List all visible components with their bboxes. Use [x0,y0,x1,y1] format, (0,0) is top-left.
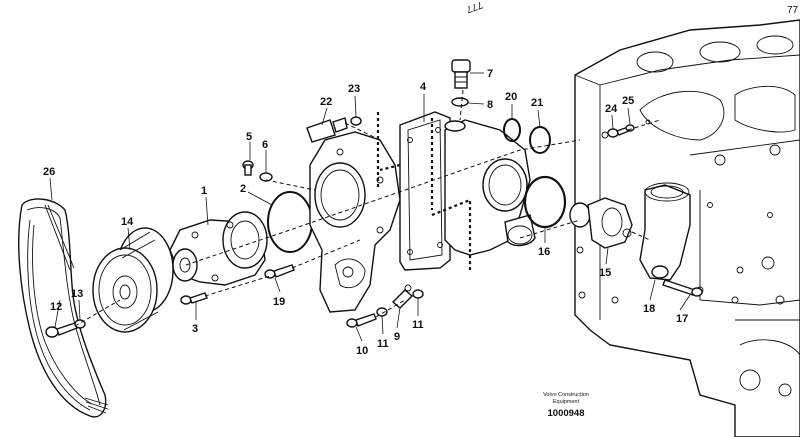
label-13: 13 [71,288,83,300]
caption-subline: Equipment [553,399,580,405]
drive-belt [18,198,109,418]
label-17: 17 [676,313,688,325]
label-10: 10 [356,345,368,357]
washer-6 [259,172,273,182]
label-8: 8 [487,99,493,111]
caption-company: Volvo Construction [543,392,589,398]
label-9: 9 [394,331,400,343]
corner-mark-right: 77 [787,5,799,16]
drawing-number: 1000948 [548,408,585,419]
cover-plate [399,111,451,271]
screw-19 [264,264,295,279]
washer-8 [451,97,469,107]
pulley [92,227,174,333]
label-6: 6 [262,139,268,151]
label-4: 4 [420,81,427,93]
leader-lines [49,72,691,342]
label-15: 15 [599,267,611,279]
label-22: 22 [320,96,332,108]
label-19: 19 [273,296,285,308]
o-ring-16 [523,175,567,229]
washer-23 [350,116,362,126]
o-ring-20 [503,118,521,142]
label-2: 2 [240,183,246,195]
label-1: 1 [201,185,207,197]
pump-housing [309,131,401,313]
label-21: 21 [531,97,543,109]
fitting-9 [391,284,414,309]
screw-3 [180,292,208,305]
label-12: 12 [50,301,62,313]
label-25: 25 [622,95,634,107]
label-16: 16 [538,246,550,258]
plug-7 [451,59,471,89]
label-26: 26 [43,166,55,178]
label-20: 20 [505,91,517,103]
label-24: 24 [605,103,618,115]
o-ring-2 [267,191,313,253]
washer-11b [412,289,424,299]
label-7: 7 [487,68,493,80]
screw-17 [662,279,703,297]
label-5: 5 [246,131,252,143]
screw-10 [346,313,377,328]
outlet-housing [639,182,691,281]
screw-5 [242,160,254,176]
o-ring-21 [529,126,551,154]
label-23: 23 [348,83,360,95]
thermostat-housing [379,119,536,256]
part-number-labels: 1 2 3 4 5 6 7 8 9 10 11 11 12 13 14 15 1… [43,68,688,357]
water-pump [169,211,268,286]
corner-mark-rotated: 777 [464,0,484,15]
label-11a: 11 [377,338,389,350]
label-18: 18 [643,303,655,315]
sealing-line-plate [430,118,472,270]
label-3: 3 [192,323,198,335]
label-14: 14 [121,216,134,228]
label-11b: 11 [412,319,424,331]
drawing-caption: Volvo Construction Equipment 1000948 [543,392,589,419]
washer-25 [625,124,635,132]
